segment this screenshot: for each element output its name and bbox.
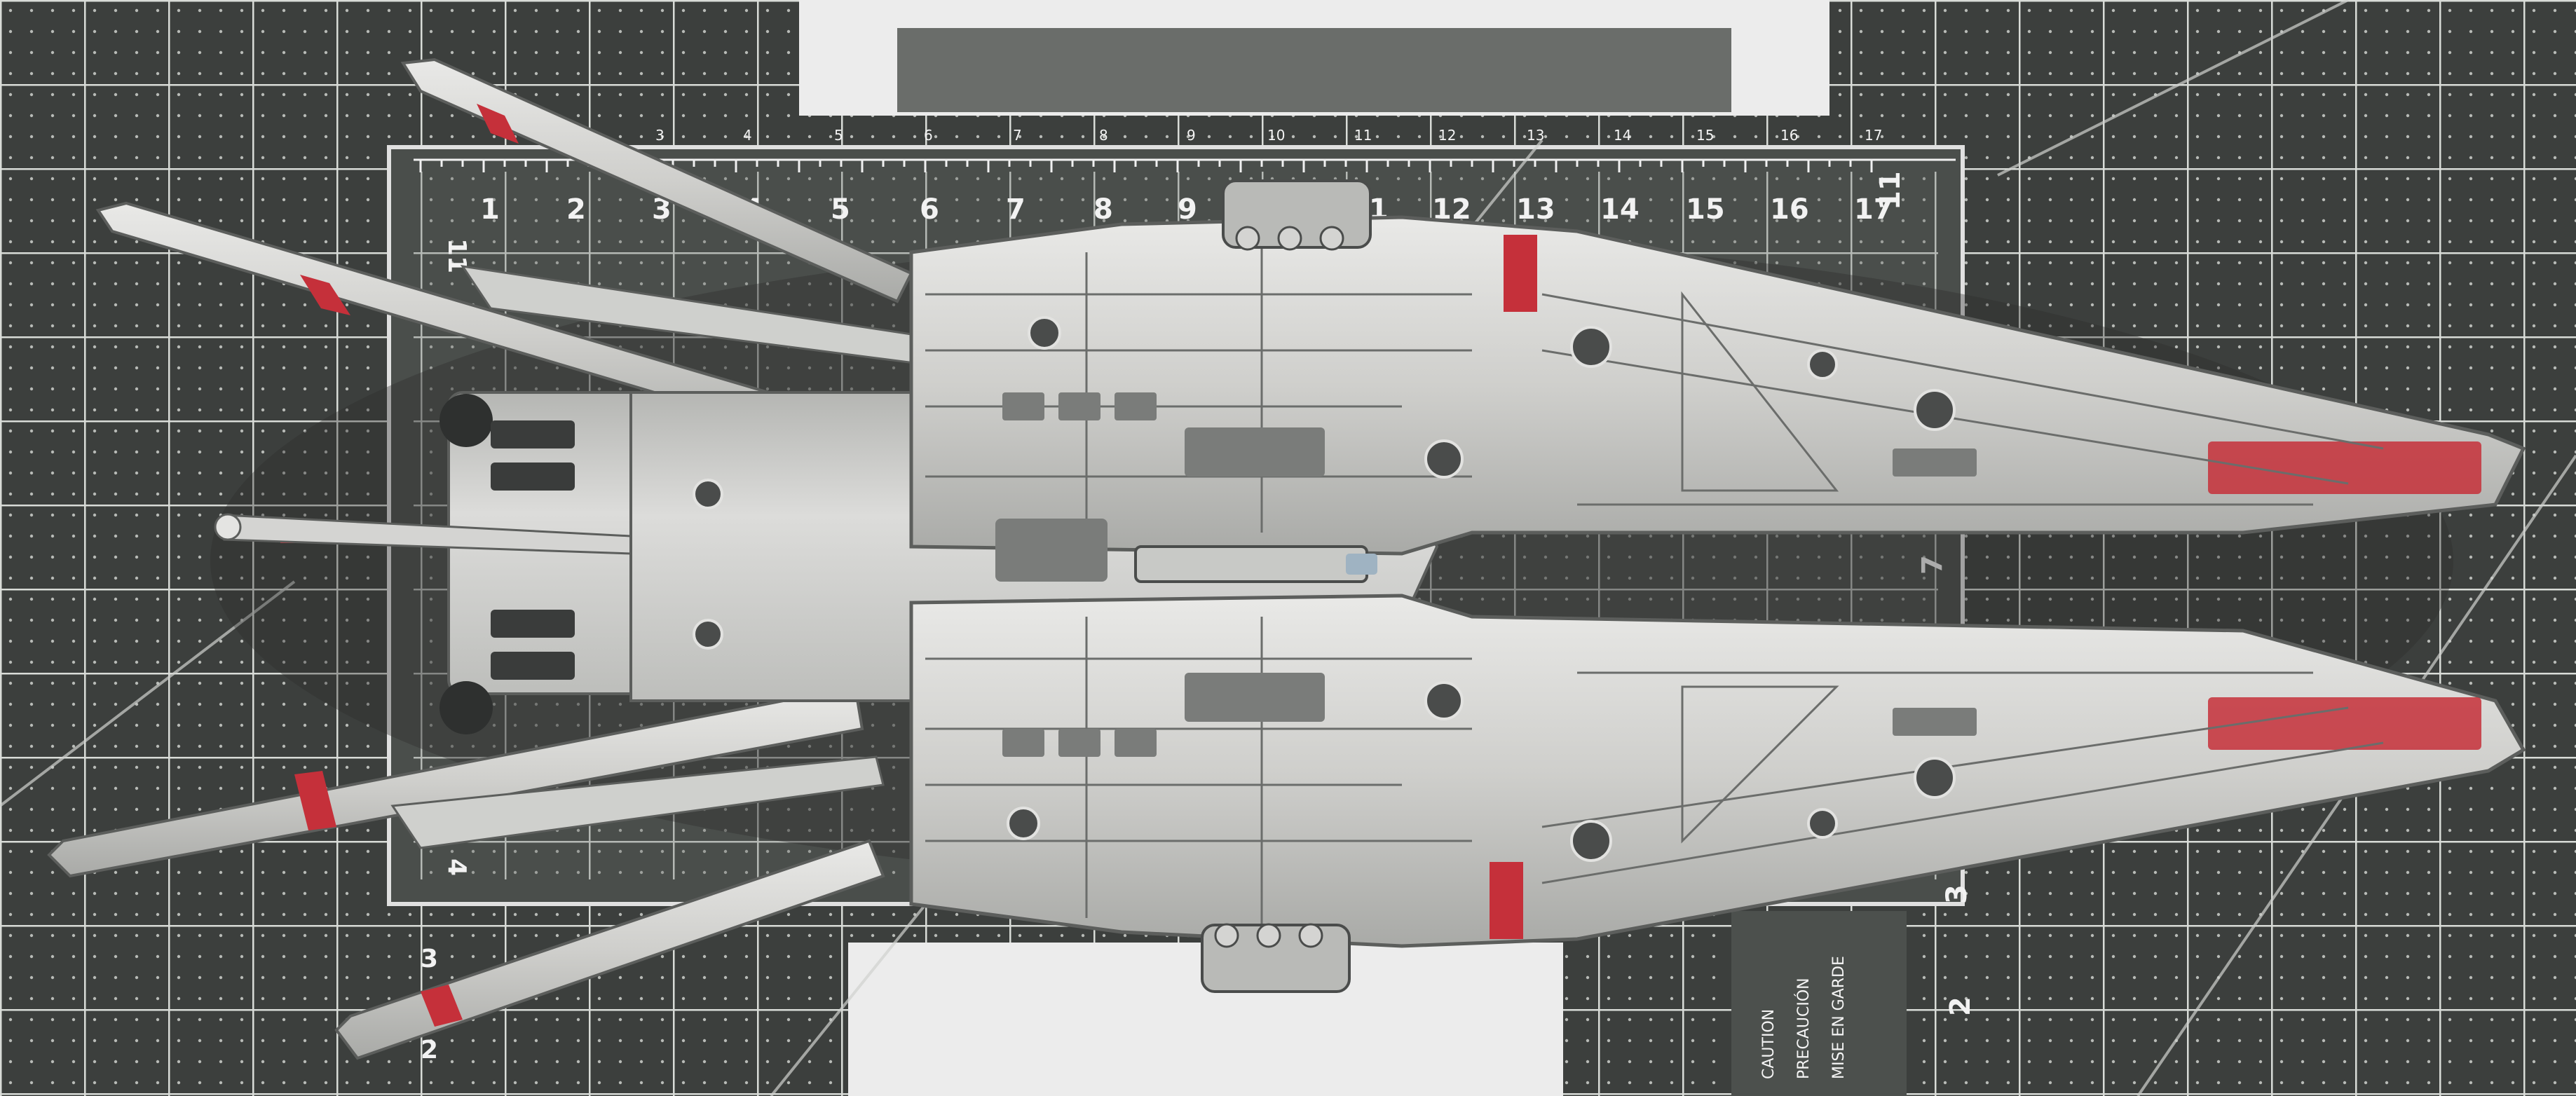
ruler-small-number: 11 [1354, 127, 1372, 144]
side-ruler-number: 11 [1874, 171, 1907, 210]
ruler-number: 16 [1770, 193, 1809, 226]
caution-text: CAUTION PRECAUCIÓN MISE EN GARDE [1760, 956, 1848, 1079]
ruler-number: 3 [421, 945, 438, 973]
ruler-small-number: 17 [1865, 127, 1882, 144]
caution-label: PRECAUCIÓN [1794, 978, 1813, 1079]
hull-red-markings [1490, 235, 2481, 939]
sensor-pod-top [1222, 179, 1372, 251]
center-cannon [1134, 545, 1368, 583]
ruler-small-number: 9 [1187, 127, 1196, 144]
ruler-number: 7 [1916, 555, 1949, 575]
wing-lower-short [334, 839, 885, 1060]
ruler-small-number: 7 [1013, 127, 1022, 144]
ruler-number: 8 [1093, 193, 1113, 226]
ruler-small-number: 8 [1099, 127, 1108, 144]
top-ruler-ticks [414, 158, 1956, 172]
ruler-small-number: 12 [1438, 127, 1456, 144]
ruler-small-number: 15 [1696, 127, 1714, 144]
top-small-numbers: 3 4 5 6 7 8 9 10 11 12 13 14 15 16 17 [655, 127, 1882, 144]
ruler-small-number: 14 [1614, 127, 1631, 144]
ruler-small-number: 4 [743, 127, 752, 144]
hull-hatches [693, 316, 1956, 862]
engine-nozzle [439, 394, 493, 447]
ruler-number: 15 [1686, 193, 1725, 226]
ruler-number: 7 [1006, 193, 1025, 226]
hull-dark-panels [995, 392, 1977, 757]
sensor-pod-bottom [1201, 923, 1351, 993]
ruler-number: 1 [480, 193, 500, 226]
ruler-small-number: 10 [1267, 127, 1285, 144]
ruler-number: 6 [920, 193, 939, 226]
ruler-number: 9 [1178, 193, 1197, 226]
ruler-number: 2 [566, 193, 586, 226]
ruler-small-number: 16 [1780, 127, 1798, 144]
caution-sticker [1731, 911, 1907, 1096]
ruler-small-number: 5 [834, 127, 843, 144]
engine-grille [491, 420, 575, 680]
ruler-number: 3 [1941, 884, 1973, 904]
ruler-small-number: 3 [655, 127, 665, 144]
ruler-small-number: 6 [924, 127, 933, 144]
ruler-number: 5 [831, 193, 850, 226]
ruler-number: 17 [1854, 193, 1893, 226]
spaceship-model [47, 57, 2526, 1060]
ruler-number: 13 [1516, 193, 1555, 226]
ruler-number: 14 [1600, 193, 1640, 226]
ruler-number: 4 [442, 858, 471, 876]
engine-nozzle [439, 681, 493, 734]
caution-label: MISE EN GARDE [1830, 956, 1848, 1079]
wing-lower-long [47, 685, 864, 878]
ruler-number: 2 [421, 1036, 438, 1064]
paper-strip-top-inner [897, 28, 1731, 112]
cannon-tip [1346, 554, 1377, 575]
wing-upper-short [400, 57, 913, 303]
wing-lower-blade [390, 755, 885, 849]
antenna-tip [214, 513, 242, 541]
ruler-number: 2 [1944, 996, 1977, 1016]
caution-label: CAUTION [1760, 1009, 1778, 1079]
